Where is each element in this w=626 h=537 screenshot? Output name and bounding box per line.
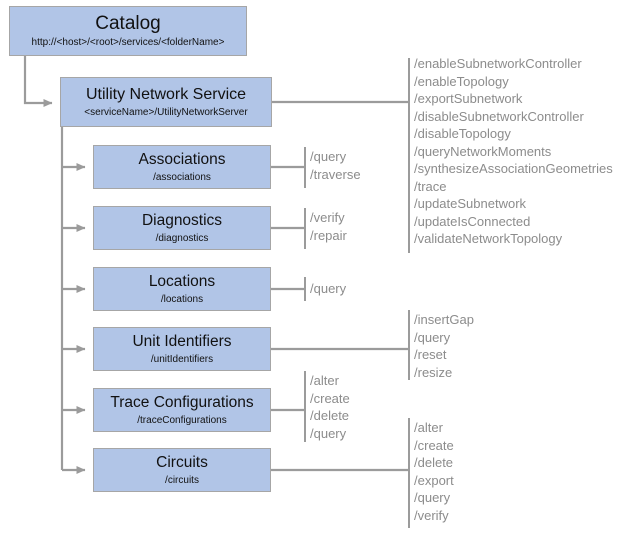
trace-configurations-operation[interactable]: /create <box>310 390 350 406</box>
operations-list-diagnostics: /verify/repair <box>310 209 347 244</box>
node-utility-network-service[interactable]: Utility Network Service <serviceName>/Ut… <box>60 77 272 127</box>
diagnostics-operation[interactable]: /repair <box>310 227 347 243</box>
node-trace-configurations-title: Trace Configurations <box>110 394 254 411</box>
node-service-title: Utility Network Service <box>85 86 247 103</box>
node-service-path: <serviceName>/UtilityNetworkServer <box>84 107 248 118</box>
node-unit-identifiers-path: /unitIdentifiers <box>150 354 214 365</box>
service-operation[interactable]: /updateSubnetwork <box>414 196 527 211</box>
diagnostics-operation[interactable]: /verify <box>310 210 345 225</box>
unit-identifiers-operation[interactable]: /resize <box>414 364 453 380</box>
service-operation[interactable]: /trace <box>414 178 447 194</box>
service-operation[interactable]: /exportSubnetwork <box>414 91 523 106</box>
trace-configurations-operation[interactable]: /query <box>310 425 347 441</box>
unit-identifiers-operation[interactable]: /query <box>414 329 451 345</box>
node-locations[interactable]: Locations /locations <box>93 267 271 311</box>
trace-configurations-operation[interactable]: /alter <box>310 373 339 388</box>
locations-operation[interactable]: /query <box>310 281 347 296</box>
node-catalog-title: Catalog <box>95 13 161 34</box>
circuits-operation[interactable]: /alter <box>414 420 443 435</box>
node-associations-title: Associations <box>138 151 226 168</box>
circuits-operation[interactable]: /create <box>414 437 454 453</box>
node-trace-configurations[interactable]: Trace Configurations /traceConfiguration… <box>93 388 271 432</box>
operations-list-circuits: /alter/create/delete/export/query/verify <box>414 419 454 524</box>
circuits-operation[interactable]: /verify <box>414 507 449 523</box>
operations-list-trace-configurations: /alter/create/delete/query <box>310 372 350 442</box>
node-unit-identifiers-title: Unit Identifiers <box>132 333 232 350</box>
associations-operation[interactable]: /traverse <box>310 166 361 182</box>
node-locations-path: /locations <box>160 294 204 305</box>
node-trace-configurations-path: /traceConfigurations <box>137 415 227 426</box>
associations-operation[interactable]: /query <box>310 149 347 164</box>
node-catalog-path: http://<host>/<root>/services/<folderNam… <box>31 37 225 48</box>
node-associations-path: /associations <box>153 172 211 183</box>
service-operation[interactable]: /disableSubnetworkController <box>414 108 584 124</box>
circuits-operation[interactable]: /delete <box>414 455 454 470</box>
operations-list-associations: /query/traverse <box>310 148 361 183</box>
node-circuits[interactable]: Circuits /circuits <box>93 448 271 492</box>
node-diagnostics-title: Diagnostics <box>141 212 223 229</box>
unit-identifiers-operation[interactable]: /reset <box>414 347 447 362</box>
circuits-operation[interactable]: /export <box>414 472 454 488</box>
node-diagnostics-path: /diagnostics <box>155 233 209 244</box>
trace-configurations-operation[interactable]: /delete <box>310 408 350 423</box>
unit-identifiers-operation[interactable]: /insertGap <box>414 312 474 327</box>
node-circuits-title: Circuits <box>156 454 208 471</box>
node-diagnostics[interactable]: Diagnostics /diagnostics <box>93 206 271 250</box>
circuits-operation[interactable]: /query <box>414 490 451 505</box>
service-operation[interactable]: /synthesizeAssociationGeometries <box>414 161 613 176</box>
operations-list-service: /enableSubnetworkController/enableTopolo… <box>414 55 613 248</box>
service-operation[interactable]: /disableTopology <box>414 126 511 141</box>
node-locations-title: Locations <box>148 273 216 290</box>
service-operation[interactable]: /validateNetworkTopology <box>414 231 563 246</box>
operations-list-unit-identifiers: /insertGap/query/reset/resize <box>414 311 474 381</box>
node-circuits-path: /circuits <box>165 475 199 486</box>
node-catalog[interactable]: Catalog http://<host>/<root>/services/<f… <box>9 6 247 56</box>
node-associations[interactable]: Associations /associations <box>93 145 271 189</box>
service-operation[interactable]: /enableTopology <box>414 73 509 89</box>
operations-list-locations: /query <box>310 280 346 298</box>
service-operation[interactable]: /updateIsConnected <box>414 213 531 229</box>
node-unit-identifiers[interactable]: Unit Identifiers /unitIdentifiers <box>93 327 271 371</box>
service-operation[interactable]: /queryNetworkMoments <box>414 143 552 159</box>
service-operation[interactable]: /enableSubnetworkController <box>414 56 582 71</box>
